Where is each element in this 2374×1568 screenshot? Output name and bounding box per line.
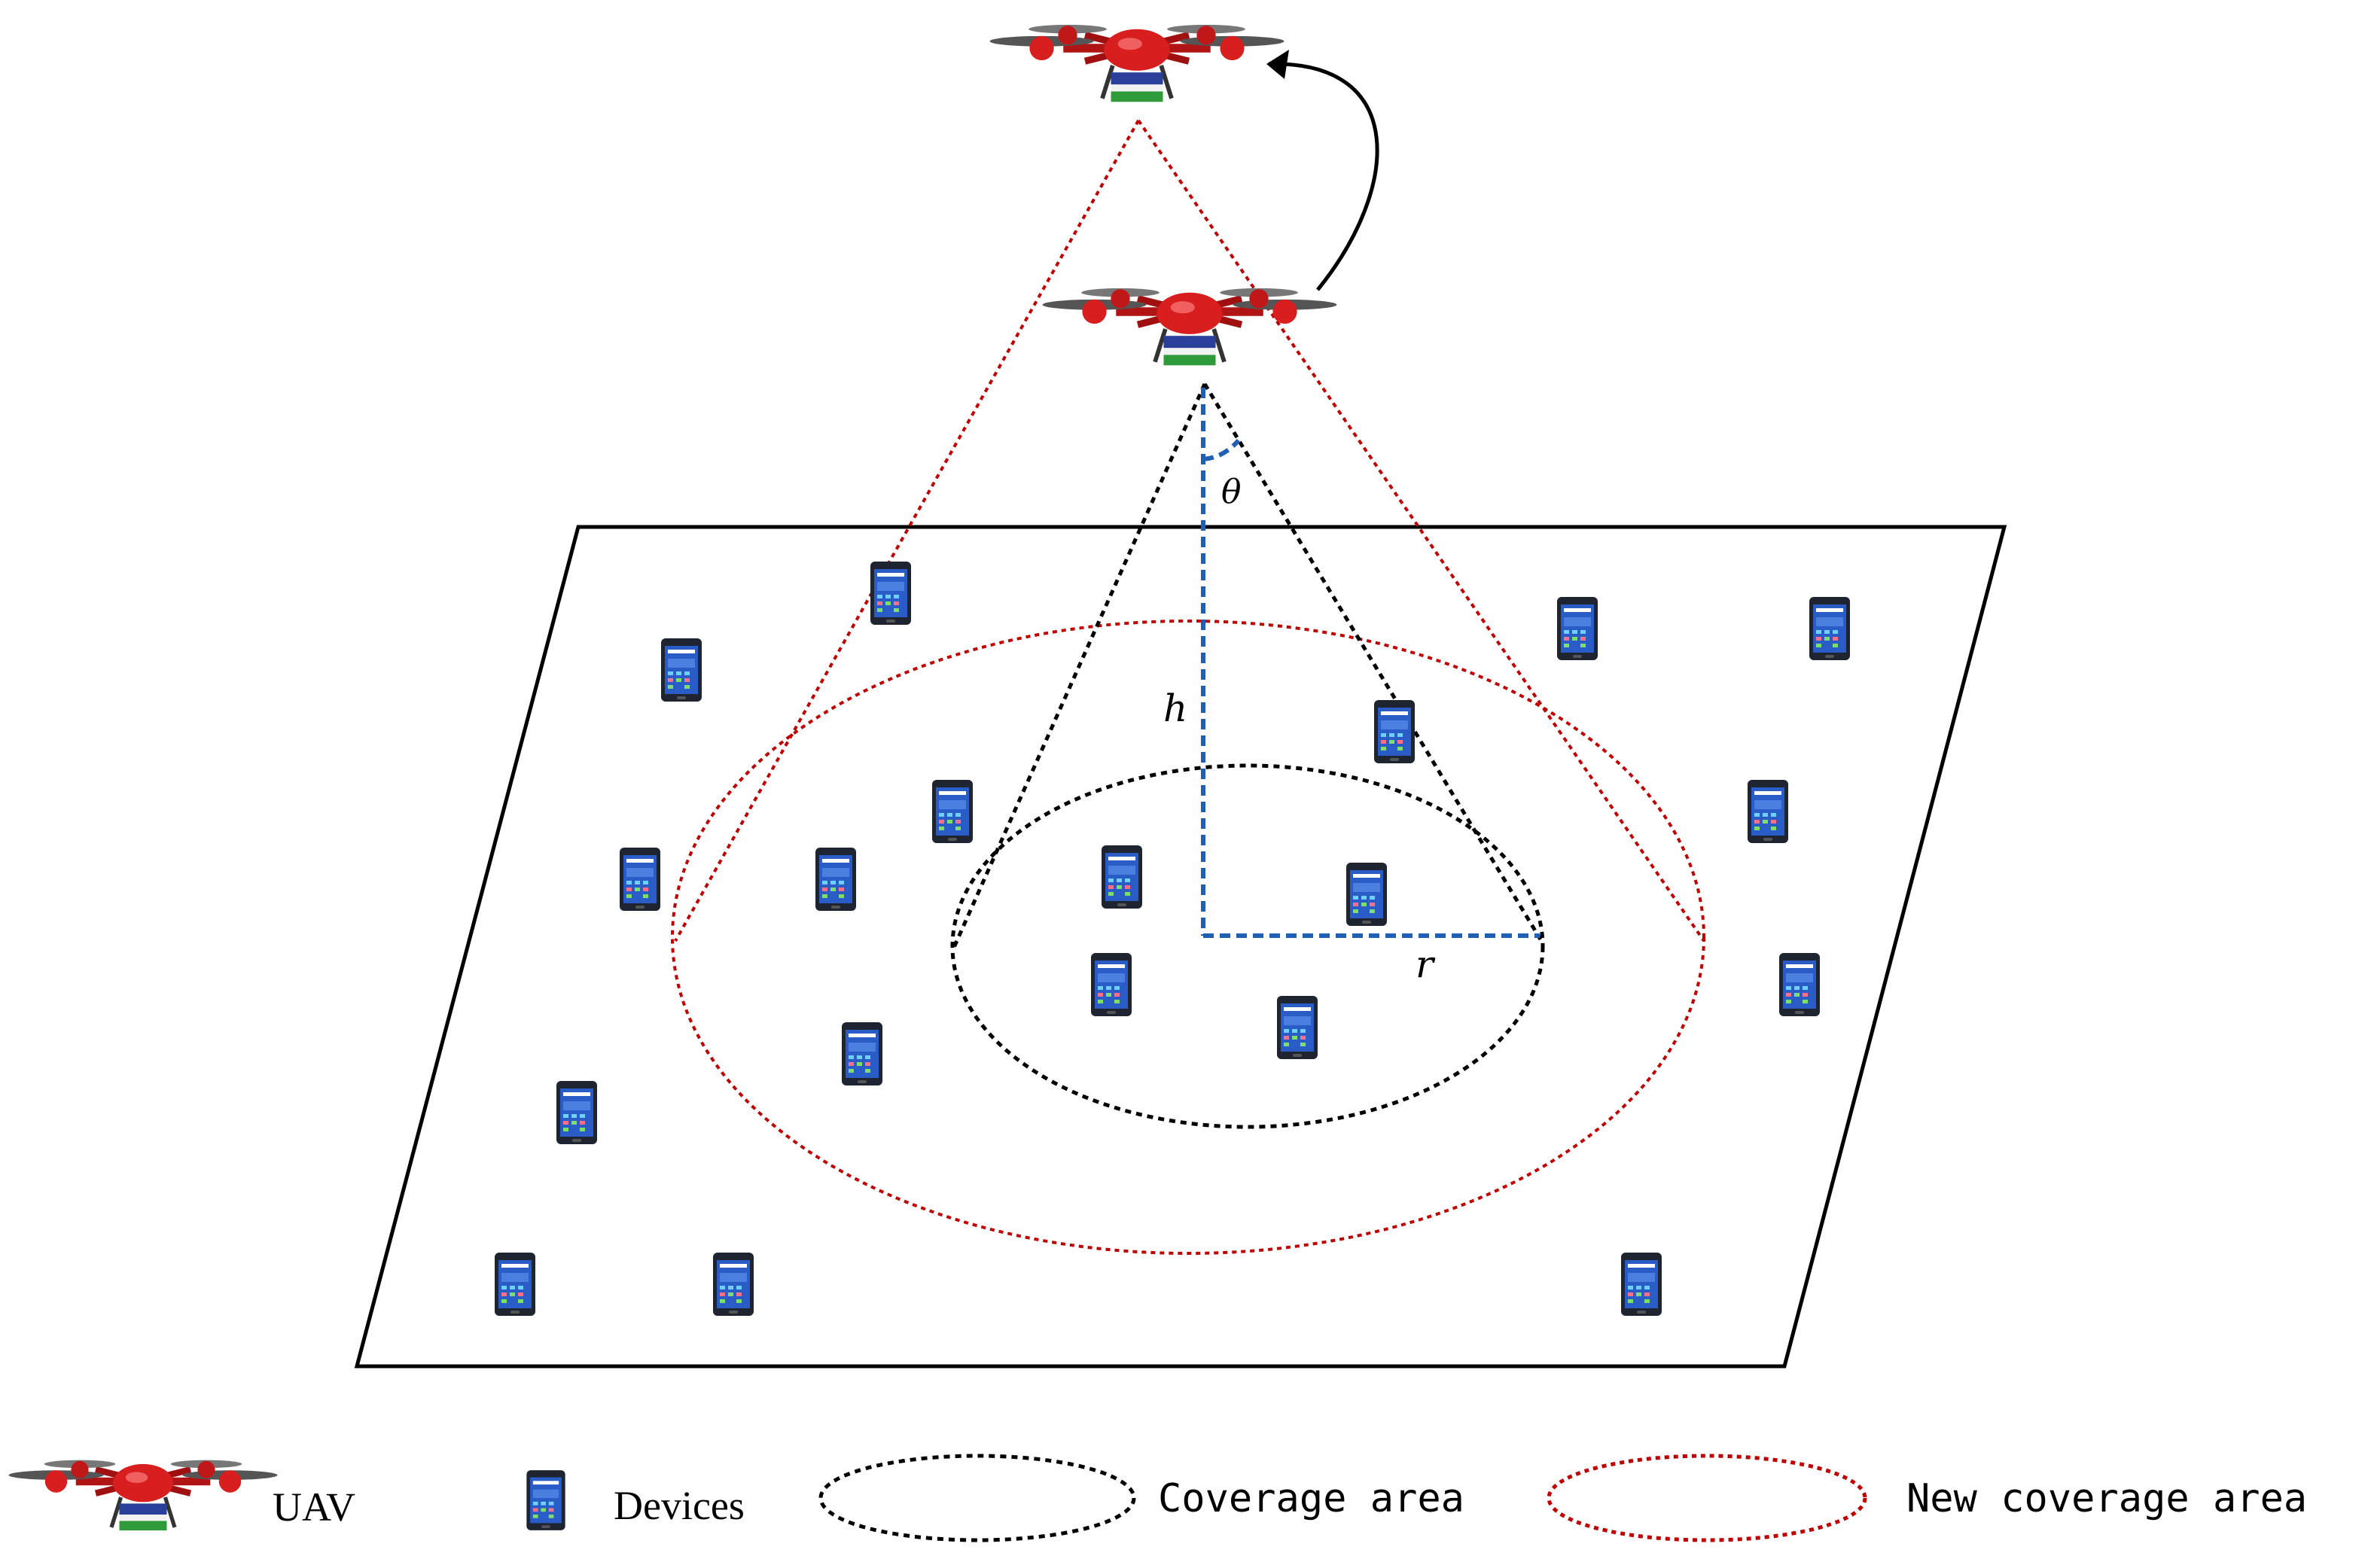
legend-devices-label: Devices bbox=[614, 1483, 745, 1528]
device-icon bbox=[1374, 700, 1415, 763]
uav-transition-arrow bbox=[1268, 62, 1379, 291]
legend-coverage-swatch bbox=[818, 1454, 1136, 1542]
device-icon bbox=[1557, 597, 1598, 660]
legend-coverage-label: Coverage area bbox=[1158, 1476, 1464, 1521]
device-icon bbox=[713, 1253, 754, 1316]
device-icon bbox=[661, 638, 702, 702]
device-icon bbox=[1809, 597, 1850, 660]
device-icon bbox=[1621, 1253, 1662, 1316]
device-icon bbox=[1346, 863, 1387, 926]
device-icon bbox=[1277, 996, 1318, 1059]
legend-device-icon bbox=[526, 1470, 565, 1530]
uav-raised-icon bbox=[990, 25, 1285, 102]
coverage-cone bbox=[950, 382, 1543, 952]
theta-angle-arc bbox=[1202, 438, 1241, 461]
device-icon bbox=[1748, 780, 1788, 843]
uav-initial-icon bbox=[1043, 288, 1337, 365]
h-label: h bbox=[1163, 687, 1187, 730]
legend-new-coverage-swatch bbox=[1547, 1454, 1867, 1542]
arrowhead-icon bbox=[1266, 50, 1289, 79]
legend-new-coverage-label: New coverage area bbox=[1906, 1476, 2307, 1521]
device-icon bbox=[932, 780, 973, 843]
device-icon bbox=[1779, 953, 1820, 1016]
geometry-lines bbox=[1201, 388, 1540, 938]
theta-label: θ bbox=[1221, 473, 1242, 511]
device-icon bbox=[620, 848, 660, 911]
ground-plane bbox=[354, 525, 2007, 1369]
r-label: r bbox=[1416, 942, 1436, 986]
new-coverage-area-ellipse bbox=[671, 620, 1705, 1255]
new-coverage-cone bbox=[674, 119, 1705, 942]
device-icon bbox=[1102, 845, 1142, 909]
device-icon bbox=[556, 1081, 597, 1144]
device-icon bbox=[1091, 953, 1132, 1016]
coverage-area-ellipse bbox=[950, 763, 1545, 1129]
device-icon bbox=[815, 848, 856, 911]
legend: UAV Devices Coverage area New coverage a… bbox=[9, 1454, 2307, 1542]
device-icon bbox=[495, 1253, 535, 1316]
device-icon bbox=[842, 1022, 882, 1085]
legend-uav-label: UAV bbox=[273, 1484, 355, 1530]
legend-uav-icon bbox=[9, 1460, 278, 1530]
devices-group bbox=[495, 562, 1850, 1316]
device-icon bbox=[870, 562, 911, 625]
